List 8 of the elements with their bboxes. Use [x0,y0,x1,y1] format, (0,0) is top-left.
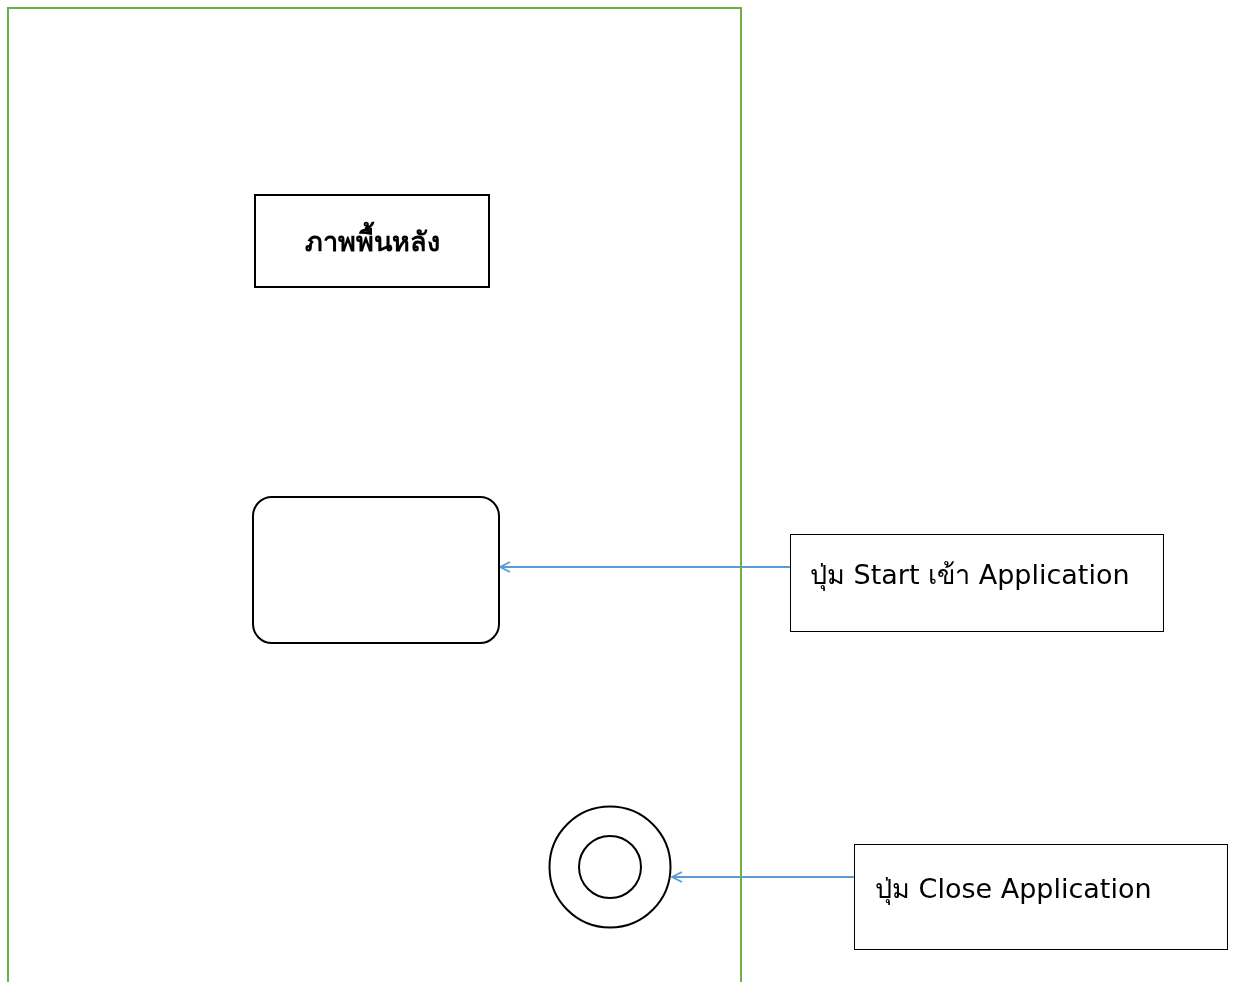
arrow [499,561,791,573]
callout-box: ปุ่ม Start เข้า Application [790,534,1164,632]
callout-box: ปุ่ม Close Application [854,844,1228,950]
label-box: ภาพพื้นหลัง [254,194,490,288]
double-circle-icon [548,805,672,929]
arrow [671,871,855,883]
rounded-box [252,496,500,644]
screen-frame [7,7,742,982]
